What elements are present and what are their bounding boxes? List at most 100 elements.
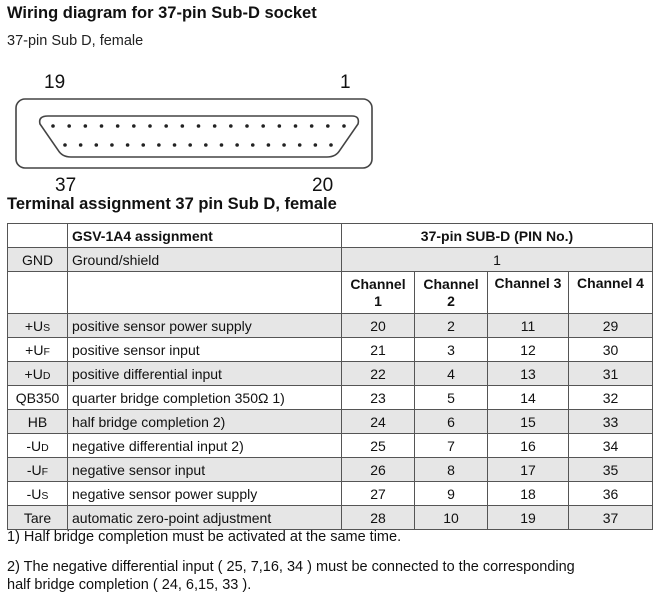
pin-number-channel-3: 16: [487, 433, 569, 458]
channel-2-label: Channel: [423, 275, 479, 292]
connector-pin: [204, 143, 208, 147]
signal-description: half bridge completion 2): [67, 409, 342, 434]
signal-symbol: +UD: [7, 361, 68, 386]
signal-symbol: -US: [7, 481, 68, 506]
connector-pin: [282, 143, 286, 147]
signal-symbol-main: +U: [24, 365, 43, 382]
connector-pin: [297, 143, 302, 147]
connector-pin: [132, 124, 136, 128]
connector-pin: [164, 124, 168, 128]
page-title: Wiring diagram for 37-pin Sub-D socket: [7, 4, 317, 22]
signal-symbol: +US: [7, 313, 68, 338]
connector-pin: [235, 143, 239, 147]
terminal-assignment-table: GSV-1A4 assignment 37-pin SUB-D (PIN No.…: [7, 223, 654, 530]
pin-number-channel-4: 32: [567, 385, 654, 410]
channel-1-label: Channel: [350, 275, 406, 292]
header-assignment: GSV-1A4 assignment: [67, 223, 342, 248]
pin-number-channel-4: 31: [567, 361, 654, 386]
connector-pin: [261, 124, 265, 128]
pin-number-channel-2: 8: [414, 457, 488, 482]
signal-description: positive sensor power supply: [67, 313, 342, 338]
pin-label-top-left: 19: [44, 72, 66, 93]
signal-symbol-main: +U: [25, 341, 44, 358]
pin-number-channel-1: 21: [341, 337, 415, 362]
connector-pin: [188, 143, 192, 147]
connector-pin: [326, 124, 330, 128]
channel-4-header: Channel 4: [567, 271, 654, 314]
pin-number-channel-2: 10: [414, 505, 488, 530]
pin-number-channel-2: 4: [414, 361, 488, 386]
page-subtitle: 37-pin Sub D, female: [7, 33, 144, 49]
pin-number-channel-2: 3: [414, 337, 488, 362]
connector-pin: [141, 143, 146, 147]
pin-number-channel-2: 2: [414, 313, 488, 338]
pin-number-channel-2: 5: [414, 385, 488, 410]
signal-symbol-main: +U: [24, 317, 44, 334]
signal-description: automatic zero-point adjustment: [67, 505, 342, 530]
pin-number-channel-1: 25: [341, 433, 415, 458]
connector-pin: [277, 124, 282, 128]
pin-number-channel-1: 22: [341, 361, 415, 386]
signal-symbol-subscript: F: [43, 345, 50, 358]
connector-pin: [219, 143, 224, 147]
pin-number-channel-3: 11: [487, 313, 569, 338]
pin-number-channel-4: 34: [567, 433, 654, 458]
section-title: Terminal assignment 37 pin Sub D, female: [7, 195, 337, 213]
pin-number-channel-4: 37: [567, 505, 654, 530]
signal-description: negative differential input 2): [67, 433, 342, 458]
pin-number-channel-3: 15: [487, 409, 569, 434]
signal-description: quarter bridge completion 350Ω 1): [67, 385, 342, 410]
pin-number-channel-3: 18: [487, 481, 569, 506]
connector-pin: [78, 143, 83, 147]
signal-symbol: -UD: [7, 433, 68, 458]
signal-symbol-main: HB: [27, 413, 48, 430]
connector-pin: [110, 143, 114, 147]
connector-pin: [180, 124, 185, 128]
connector-pin: [196, 124, 201, 128]
pin-number-channel-1: 26: [341, 457, 415, 482]
signal-symbol: QB350: [7, 385, 68, 410]
connector-pin: [99, 124, 104, 128]
connector-pin: [266, 143, 271, 147]
pin-label-bottom-right: 20: [312, 175, 334, 196]
pin-number-channel-2: 6: [414, 409, 488, 434]
pin-number-channel-3: 12: [487, 337, 569, 362]
pin-row-bottom: [63, 143, 333, 147]
connector-pin: [83, 124, 88, 128]
note-1: 1) Half bridge completion must be activa…: [7, 529, 402, 545]
pin-number-channel-4: 33: [567, 409, 654, 434]
connector-pin: [148, 124, 152, 128]
pin-number-channel-1: 23: [341, 385, 415, 410]
channel-2-number: 2: [447, 292, 455, 309]
connector-pin: [342, 124, 346, 128]
signal-symbol: Tare: [7, 505, 68, 530]
signal-symbol-main: -U: [26, 437, 42, 454]
signal-description: negative sensor input: [67, 457, 342, 482]
table-header-row: GSV-1A4 assignment 37-pin SUB-D (PIN No.…: [7, 223, 654, 248]
pin-number-channel-1: 20: [341, 313, 415, 338]
gnd-row: GND Ground/shield 1: [7, 247, 654, 272]
pin-number-channel-4: 36: [567, 481, 654, 506]
note-2-line-1: 2) The negative differential input ( 25,…: [7, 559, 575, 575]
header-empty-cell: [7, 223, 68, 248]
pin-label-bottom-left: 37: [55, 175, 77, 196]
sub-d-connector-diagram: [15, 98, 373, 169]
connector-pin: [172, 143, 177, 147]
gnd-pin: 1: [340, 247, 654, 272]
pin-number-channel-2: 7: [414, 433, 488, 458]
pin-number-channel-2: 9: [414, 481, 488, 506]
note-2-line-2: half bridge completion ( 24, 6,15, 33 ).: [7, 577, 252, 593]
pin-number-channel-4: 30: [567, 337, 654, 362]
connector-pin: [63, 143, 67, 147]
pin-number-channel-1: 27: [341, 481, 415, 506]
header-pins: 37-pin SUB-D (PIN No.): [340, 223, 654, 248]
gnd-description: Ground/shield: [67, 247, 342, 272]
channel-header-empty-2: [67, 271, 342, 314]
pin-number-channel-1: 24: [341, 409, 415, 434]
connector-pin: [115, 124, 120, 128]
